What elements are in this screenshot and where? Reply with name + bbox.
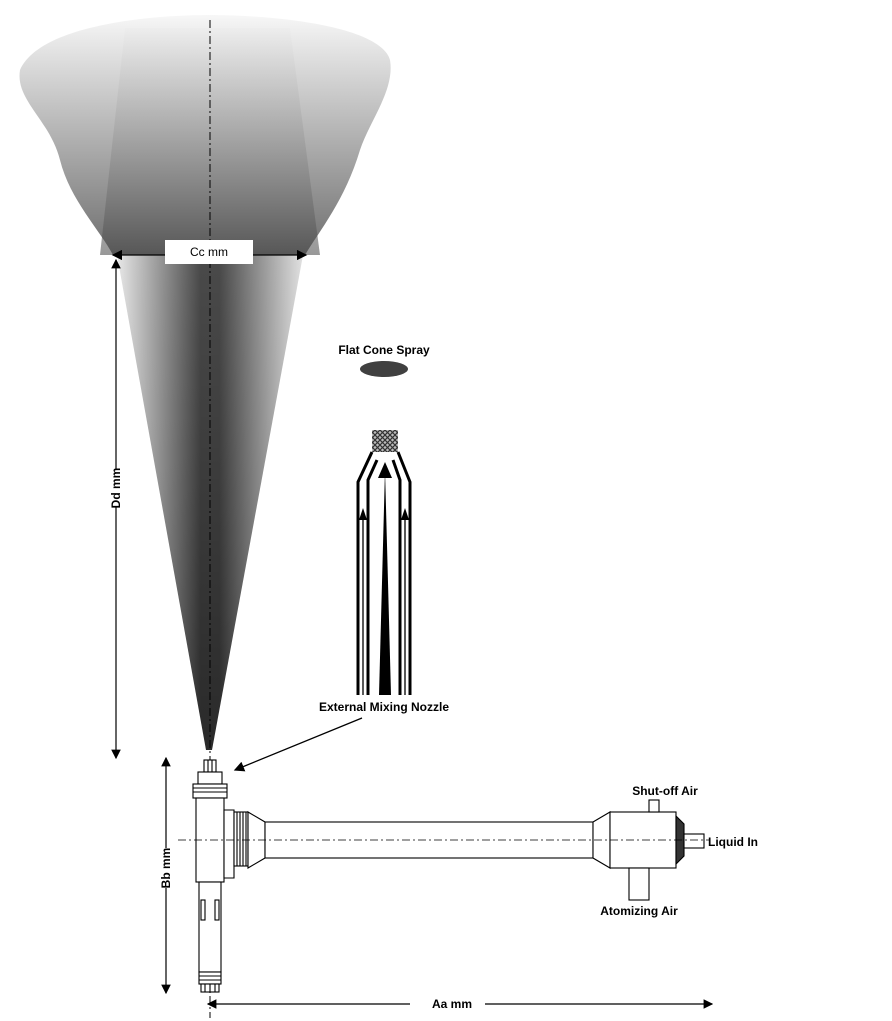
shut-off-air-port: [648, 799, 660, 813]
spray-width-label: Cc mm: [190, 245, 228, 259]
body-height-label: Bb mm: [159, 848, 173, 889]
spray-mix-hatch: [372, 430, 398, 452]
body-height-dimension: Bb mm: [159, 756, 173, 995]
nozzle-body: [192, 759, 228, 993]
liquid-in-label: Liquid In: [708, 835, 758, 849]
left-air-arrow: [359, 508, 367, 520]
atomizing-air-label: Atomizing Air: [600, 904, 678, 918]
external-mixing-nozzle-detail: [356, 430, 412, 695]
nozzle-pointer-arrow: [233, 717, 363, 772]
spray-distance-label: Dd mm: [109, 468, 123, 509]
flat-cone-spray-label: Flat Cone Spray: [338, 343, 430, 357]
spray-width-dimension: Cc mm: [111, 240, 308, 264]
spray-width-label-box: [165, 240, 253, 264]
nozzle-horizontal-body: [223, 799, 705, 901]
center-flow-arrow: [379, 470, 391, 695]
external-mixing-nozzle-label: External Mixing Nozzle: [319, 700, 449, 714]
body-length-dimension: Aa mm: [206, 997, 714, 1011]
right-air-arrow: [401, 508, 409, 520]
shut-off-air-label: Shut-off Air: [632, 784, 698, 798]
atomizing-air-port: [628, 867, 650, 901]
spray-plume-top: [19, 15, 391, 255]
spray-distance-dimension: Dd mm: [109, 258, 123, 760]
body-length-label: Aa mm: [432, 997, 472, 1011]
flat-cone-spray-icon: [360, 361, 408, 377]
